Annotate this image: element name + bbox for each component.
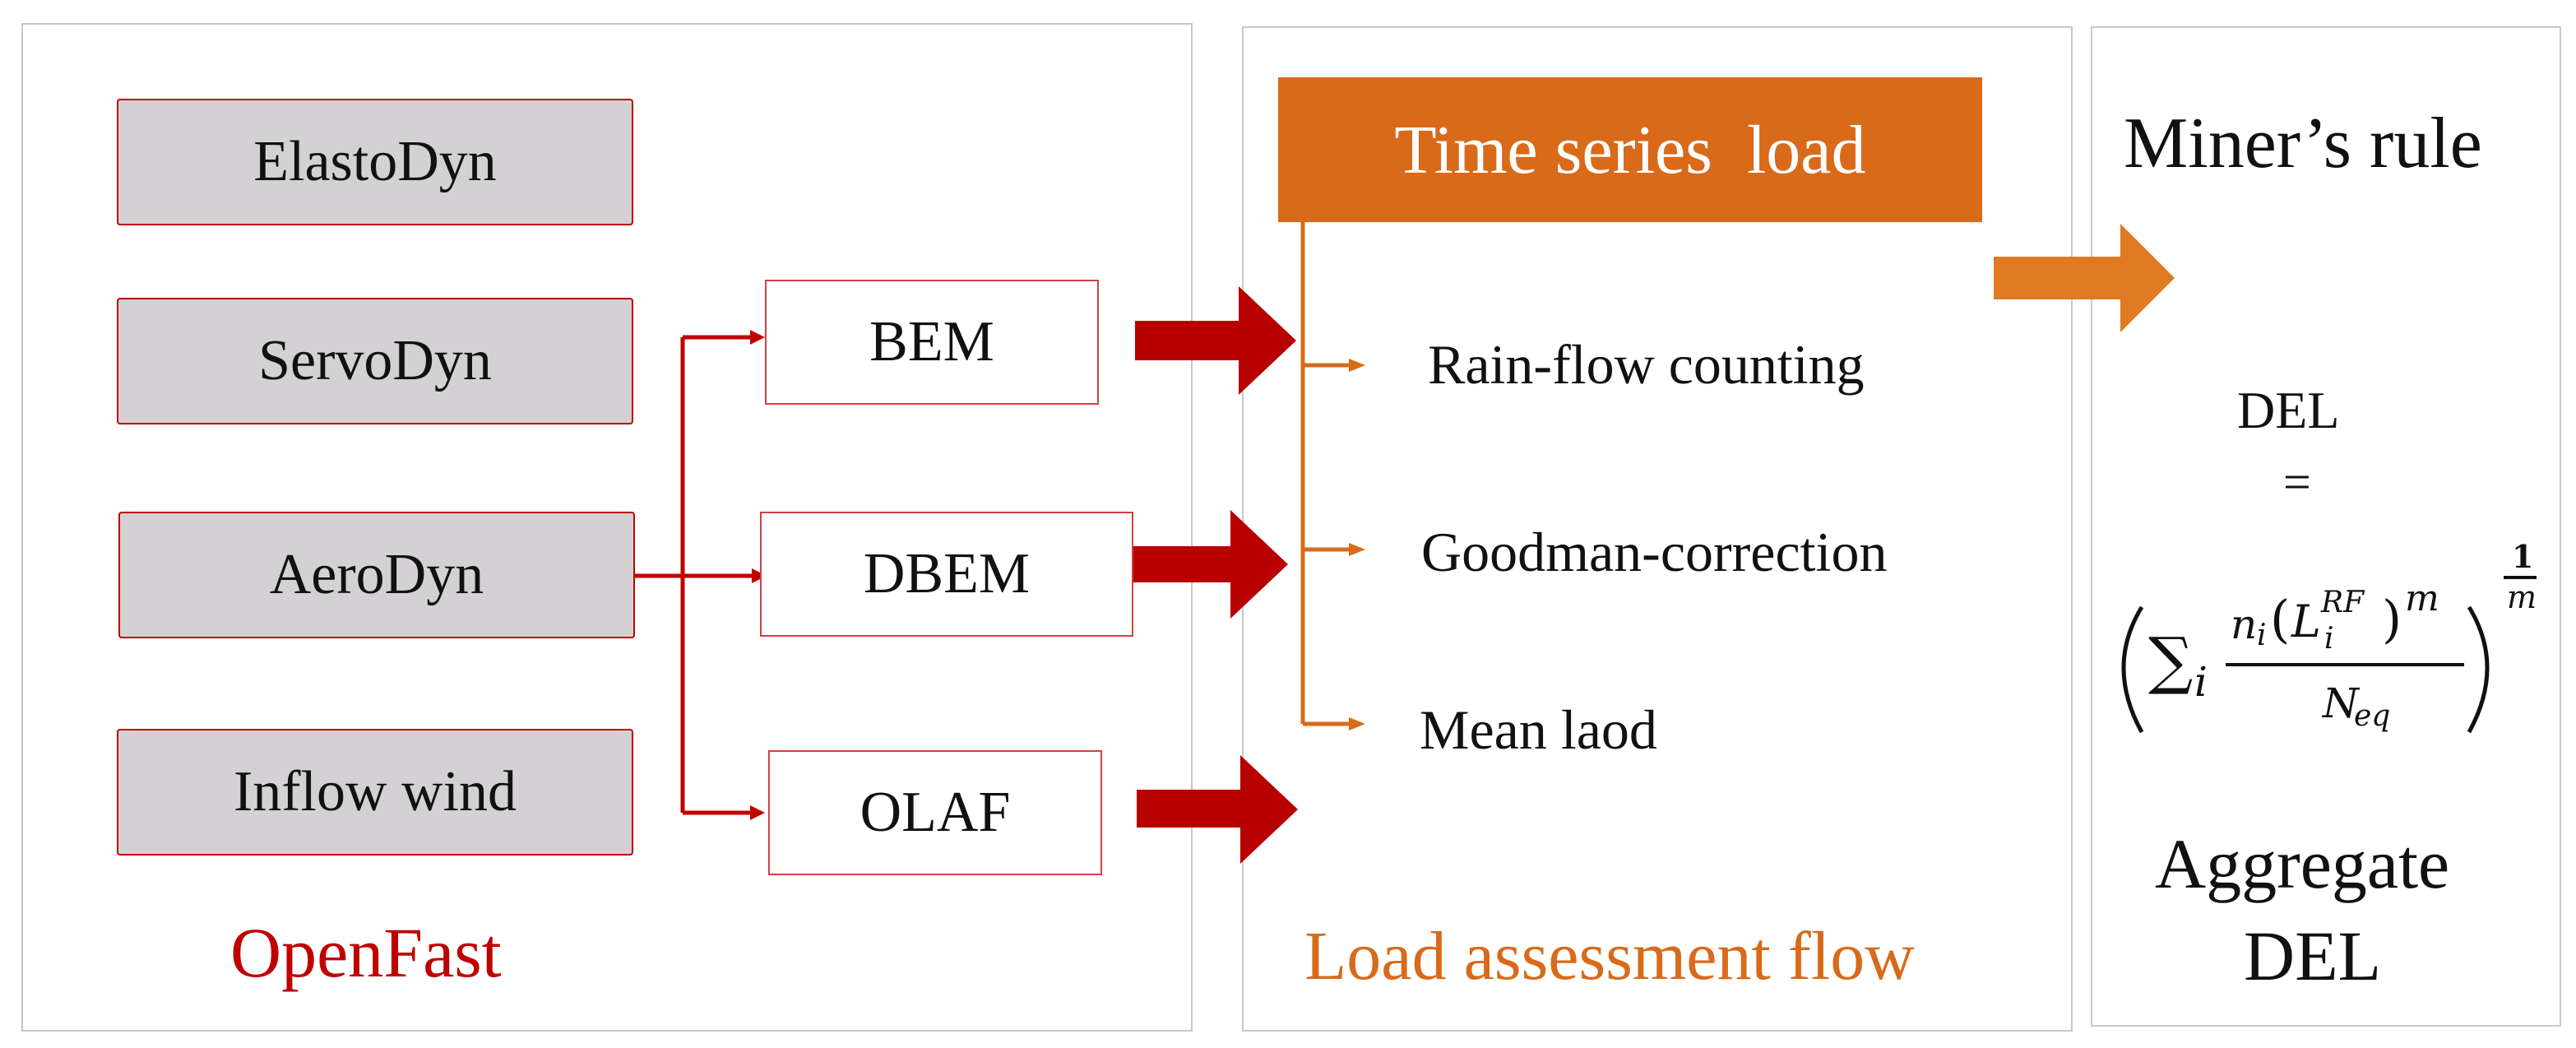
formula-exponent-denominator: m [2507,579,2537,615]
formula-exponent-numerator: 1 [2512,538,2534,575]
load-flow-caption: Load assessment flow [1304,918,1915,995]
big-arrow-olaf [1137,755,1298,864]
step-goodman-correction: Goodman-correction [1421,521,1888,583]
aggregate-del-caption-line1: Aggregate [2155,824,2450,903]
miner-rule-title: Miner’s rule [2124,104,2482,183]
miner-rule-panel [2091,26,2561,1027]
openfast-caption: OpenFast [230,913,502,992]
module-aerodyn: AeroDyn [118,512,635,638]
formula-close-paren: ) [2382,589,2402,649]
arrowhead-goodman [1349,543,1365,556]
formula-lhs: DEL [2237,381,2340,439]
solver-olaf: OLAF [768,750,1102,875]
arrowhead-mean [1349,717,1365,730]
formula-sum: ∑ [2148,624,2194,697]
orange-bracket-lines [1300,220,1349,726]
time-series-load-title: Time series load [1278,77,1982,222]
solver-dbem: DBEM [760,512,1133,637]
big-arrow-bem [1135,286,1296,395]
right-paren [2467,605,2490,734]
module-servodyn: ServoDyn [117,298,633,424]
big-arrow-dbem [1127,510,1288,619]
formula-numerator-n-sub: i [2257,619,2267,652]
arrowhead-to-dbem [752,568,767,583]
step-rain-flow-counting: Rain-flow counting [1428,333,1865,396]
formula-numerator-n: n [2231,601,2258,648]
formula-denominator-sub: eq [2354,699,2391,733]
formula-denominator: N [2323,679,2359,727]
arrowhead-to-olaf [750,805,765,820]
arrowhead-rainflow [1349,359,1365,372]
formula-L-sub: i [2324,622,2334,656]
formula-sum-index: i [2194,658,2208,706]
module-inflow-wind: Inflow wind [117,729,633,856]
solver-bem: BEM [765,280,1099,405]
left-paren [2121,605,2144,734]
step-mean-load: Mean laod [1420,698,1657,761]
formula-open-paren: ( [2270,589,2291,649]
aerodyn-branch-lines [633,335,757,815]
arrowhead-to-bem [750,330,765,345]
formula-power-m: m [2405,577,2439,619]
formula-equals: = [2283,455,2311,509]
module-elastodyn: ElastoDyn [117,99,633,225]
big-arrow-to-miner [1994,224,2175,332]
formula-L: L [2291,596,2321,647]
aggregate-del-caption-line2: DEL [2244,916,2382,995]
formula-L-sup: RF [2321,586,2365,619]
